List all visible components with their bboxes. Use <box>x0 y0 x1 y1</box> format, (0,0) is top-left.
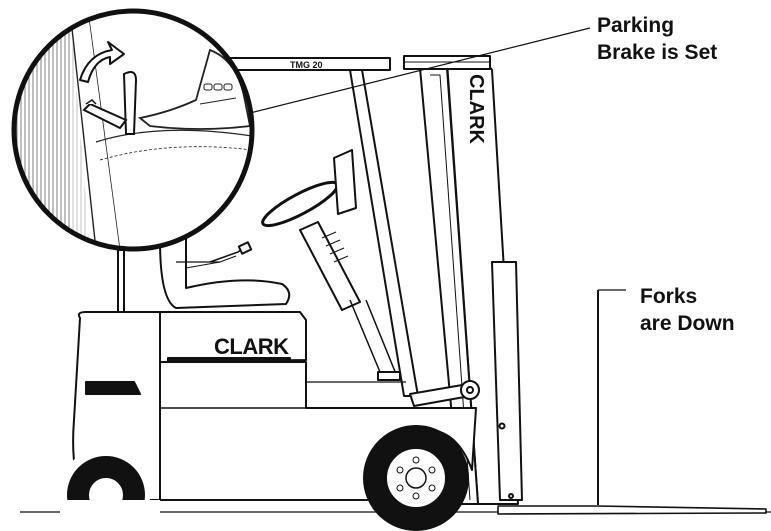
body-brand: CLARK <box>214 334 289 359</box>
steering-wheel-icon <box>258 175 342 232</box>
forks-label-line2: are Down <box>640 310 735 337</box>
model-label: TMG 20 <box>290 60 323 70</box>
parking-brake-label-line1: Parking <box>597 12 717 39</box>
parking-brake-label-line2: Brake is Set <box>597 39 717 66</box>
parking-brake-callout: Parking Brake is Set <box>597 12 717 66</box>
brake-detail-inset <box>14 10 252 250</box>
fork-blade <box>498 506 766 514</box>
front-wheel-icon <box>364 426 468 530</box>
forks-callout: Forks are Down <box>640 283 735 337</box>
mast-brand: CLARK <box>465 74 487 145</box>
steering-column <box>300 222 360 310</box>
forks-label-line1: Forks <box>640 283 735 310</box>
